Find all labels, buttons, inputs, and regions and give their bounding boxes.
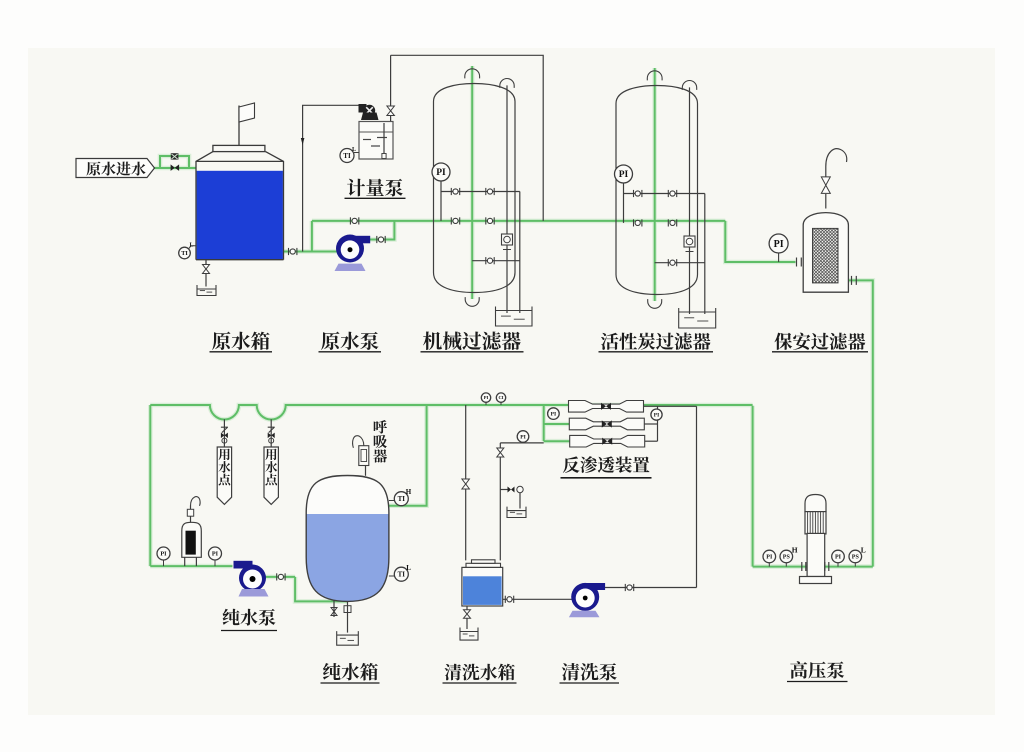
svg-text:PS: PS xyxy=(783,555,791,561)
svg-text:CI: CI xyxy=(498,395,503,400)
svg-text:TI: TI xyxy=(181,250,188,257)
svg-text:PI: PI xyxy=(520,434,526,440)
svg-text:L: L xyxy=(861,546,866,555)
svg-text:TI: TI xyxy=(398,495,406,503)
svg-text:PI: PI xyxy=(484,395,489,400)
svg-text:L: L xyxy=(190,243,194,249)
svg-text:PI: PI xyxy=(160,551,167,558)
svg-text:TI: TI xyxy=(343,152,351,160)
svg-text:TI: TI xyxy=(398,571,406,579)
svg-text:PI: PI xyxy=(835,555,842,561)
svg-text:L: L xyxy=(352,147,356,153)
svg-text:PI: PI xyxy=(551,412,557,418)
svg-text:H: H xyxy=(792,546,798,555)
svg-text:PI: PI xyxy=(619,170,629,180)
svg-text:L: L xyxy=(406,564,411,572)
svg-text:PI: PI xyxy=(766,555,773,561)
svg-text:PI: PI xyxy=(654,412,659,418)
svg-text:PI: PI xyxy=(436,168,446,178)
svg-text:H: H xyxy=(406,488,412,496)
svg-text:PI: PI xyxy=(774,239,784,250)
svg-text:PS: PS xyxy=(852,555,860,561)
svg-text:PI: PI xyxy=(212,551,219,558)
